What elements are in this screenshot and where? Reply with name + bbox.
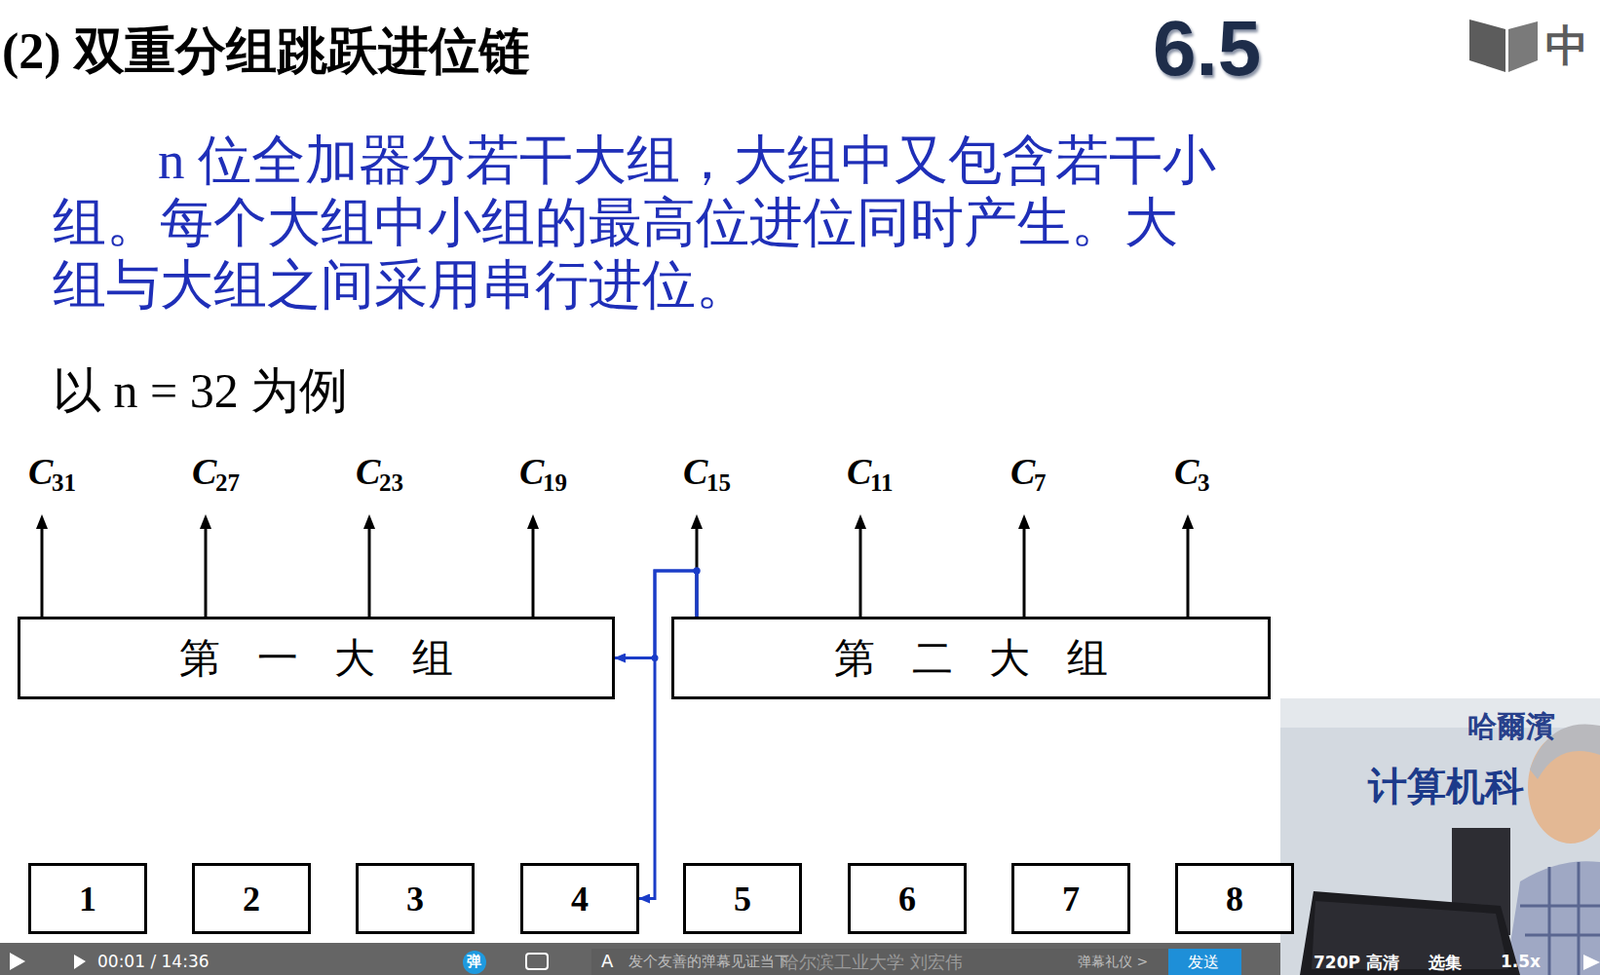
subgroup-number: 7 [1062, 878, 1080, 920]
carry-index: 31 [51, 469, 77, 497]
carry-letter: C [683, 450, 708, 494]
subgroup-box: 4 [520, 863, 640, 935]
carry-letter: C [519, 450, 544, 494]
carry-index: 15 [706, 469, 731, 497]
time-display: 00:01 / 14:36 [97, 952, 210, 972]
group-box: 第二大组 [671, 616, 1271, 700]
subgroup-number: 3 [406, 878, 424, 920]
player-bar [0, 943, 1600, 975]
input-icon: A [601, 951, 613, 972]
subgroup-box: 2 [191, 863, 311, 935]
send-button: 发送 [1187, 952, 1220, 974]
carry-letter: C [846, 450, 872, 494]
example-note: 以 n = 32 为例 [52, 358, 348, 424]
carry-letter: C [355, 450, 381, 494]
input-placeholder: 发个友善的弹幕见证当下 [628, 952, 790, 972]
carry-index: 11 [870, 469, 894, 497]
subgroup-box: 3 [355, 863, 475, 935]
subgroup-number: 5 [733, 878, 752, 920]
subgroup-number: 1 [78, 878, 97, 920]
banner-text: 计算机科 [1368, 760, 1524, 814]
banner-text: 哈爾濱 [1467, 707, 1556, 748]
slide-title: (2) 双重分组跳跃进位链 [1, 17, 531, 86]
carry-index: 27 [215, 469, 240, 497]
subgroup-number: 4 [571, 878, 589, 920]
description-text: n 位全加器分若干大组，大组中又包含若干小组。每个大组中小组的最高位进位同时产生… [52, 129, 1227, 317]
subgroup-number: 8 [1225, 878, 1244, 920]
carry-arrows [36, 514, 1194, 617]
junction-dot [693, 568, 701, 575]
group-name: 第一大组 [179, 631, 491, 686]
logo-text: 中 [1545, 17, 1589, 76]
carry-letter: C [28, 450, 53, 494]
logo-mark [1469, 19, 1538, 73]
carry-letter: C [1010, 450, 1035, 494]
carry-index: 23 [379, 469, 404, 497]
subgroup-box: 8 [1175, 863, 1295, 935]
junction-dot [693, 568, 701, 575]
subgroup-box: 5 [683, 863, 802, 935]
carry-index: 7 [1033, 469, 1047, 497]
presenter-video [1280, 698, 1600, 975]
quality-button: 720P 高清 [1313, 952, 1400, 975]
group-box: 第一大组 [17, 616, 615, 700]
danmaku-rule-link: 弹幕礼仪 > [1077, 953, 1148, 972]
carry-letter: C [191, 450, 217, 494]
speed-button: 1.5x [1500, 952, 1541, 972]
subgroup-number: 6 [898, 878, 916, 920]
watermark: 哈尔滨工业大学 刘宏伟 [781, 951, 963, 975]
subgroup-number: 2 [242, 878, 261, 920]
danmaku-toggle: 弹 [466, 952, 482, 972]
carry-index: 19 [542, 469, 568, 497]
subgroup-box: 6 [847, 863, 967, 935]
carry-index: 3 [1197, 469, 1211, 497]
section-number: 6.5 [1152, 3, 1261, 94]
subgroup-box: 7 [1011, 863, 1131, 935]
group-name: 第二大组 [834, 631, 1145, 686]
carry-letter: C [1174, 450, 1199, 494]
episode-button: 选集 [1428, 952, 1462, 975]
subgroup-box: 1 [28, 863, 148, 935]
